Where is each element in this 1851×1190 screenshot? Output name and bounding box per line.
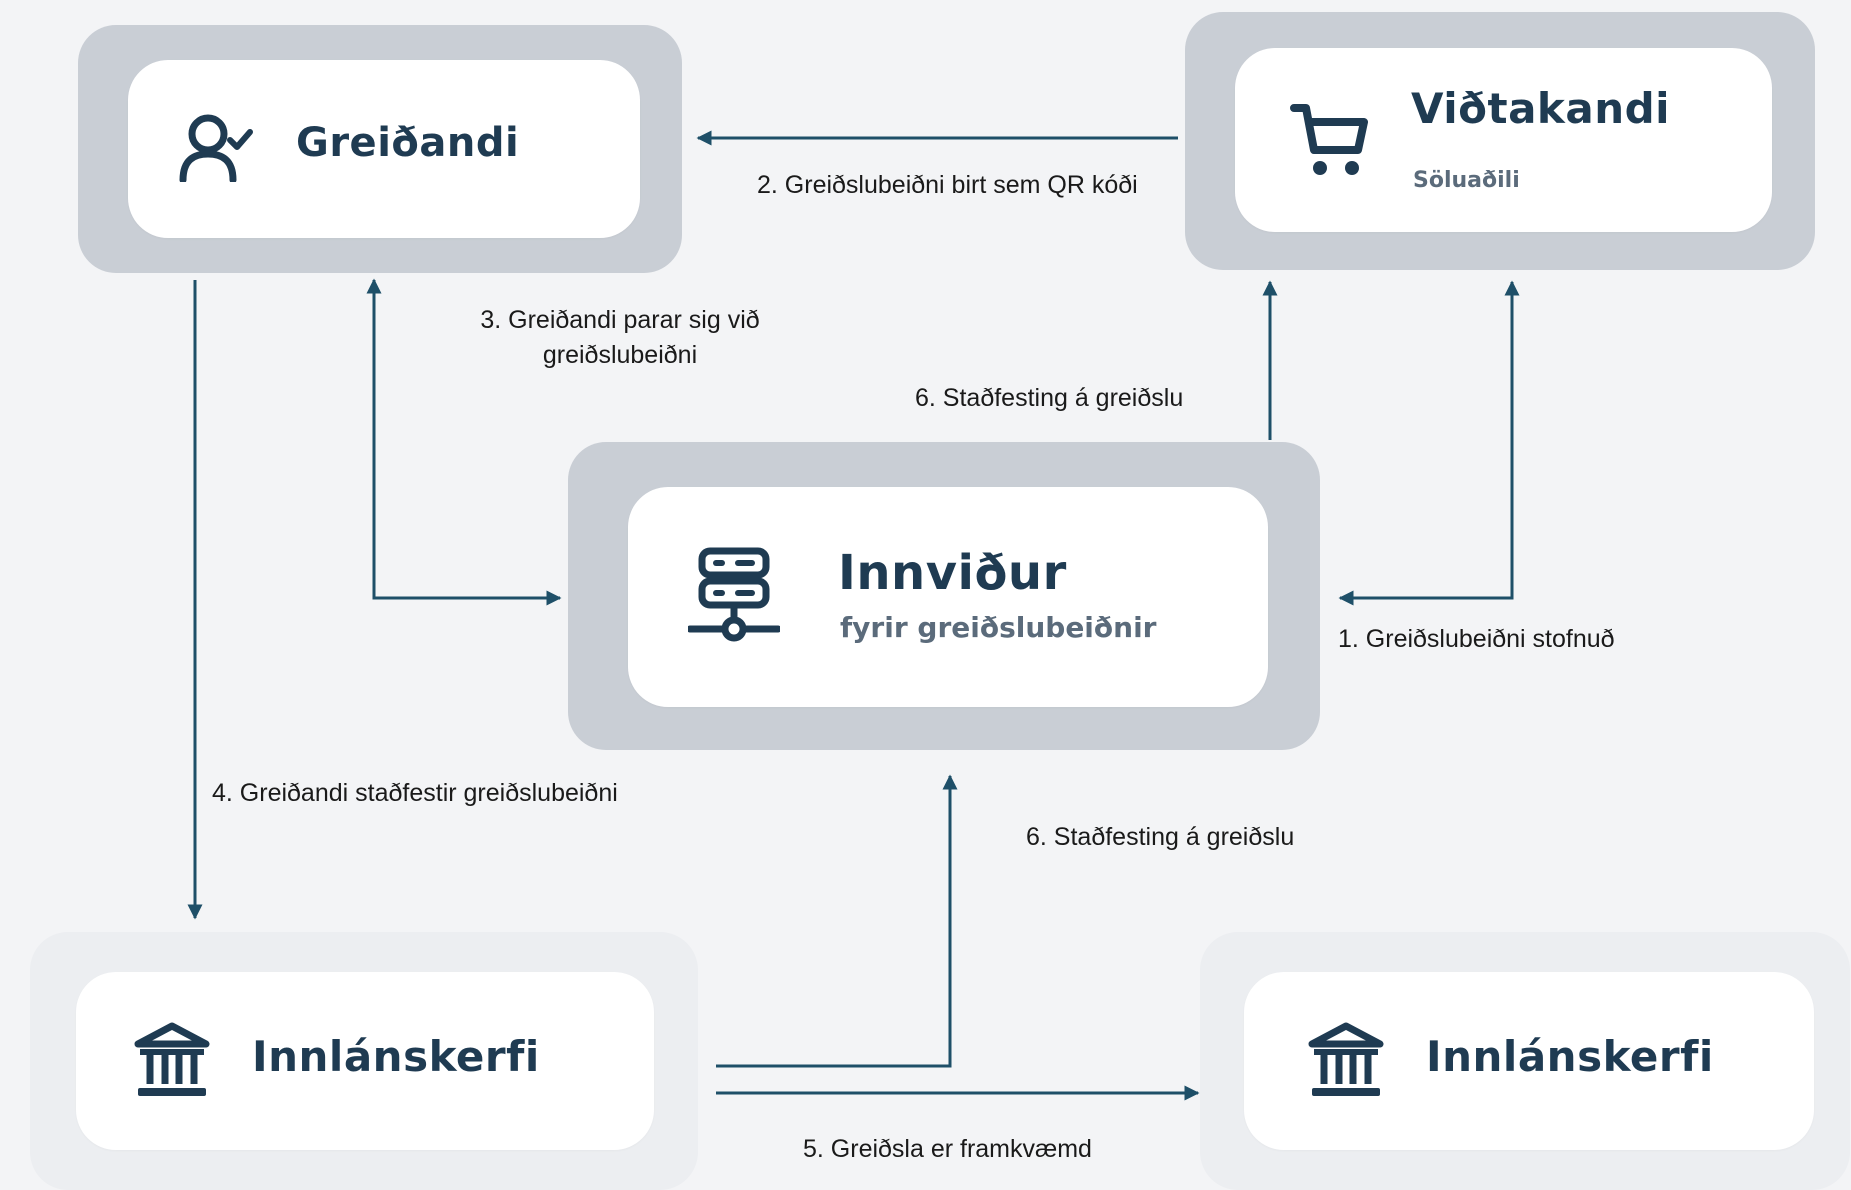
bank-icon [1308,1022,1384,1104]
infrastructure-node: Innviður fyrir greiðslubeiðnir [628,487,1268,707]
arrow-step6-bottom [716,774,958,1068]
label-step3-line1: 3. Greiðandi parar sig við [480,306,760,334]
infrastructure-subtitle: fyrir greiðslubeiðnir [840,611,1157,644]
user-check-icon [178,112,254,186]
recipient-node: Viðtakandi Söluaðili [1235,48,1772,232]
label-step1: 1. Greiðslubeiðni stofnuð [1338,625,1615,653]
label-step6-top: 6. Staðfesting á greiðslu [915,384,1184,412]
label-step5: 5. Greiðsla er framkvæmd [803,1135,1092,1163]
bank-icon [134,1022,210,1104]
label-step3: 3. Greiðandi parar sig við greiðslubeiðn… [440,303,800,373]
recipient-subtitle: Söluaðili [1413,168,1520,193]
label-step2: 2. Greiðslubeiðni birt sem QR kóði [757,171,1138,199]
arrow-step1 [1338,280,1520,606]
shopping-cart-icon [1290,102,1370,184]
recipient-bank-title: Innlánskerfi [1426,1032,1714,1081]
infrastructure-title: Innviður [838,545,1067,601]
payer-bank-node: Innlánskerfi [76,972,654,1150]
payer-node: Greiðandi [128,60,640,238]
label-step4: 4. Greiðandi staðfestir greiðslubeiðni [212,779,618,807]
payer-bank-title: Innlánskerfi [252,1032,540,1081]
label-step6-bottom: 6. Staðfesting á greiðslu [1026,823,1295,851]
label-step3-line2: greiðslubeiðni [542,341,698,369]
recipient-bank-node: Innlánskerfi [1244,972,1814,1150]
recipient-title: Viðtakandi [1411,84,1671,133]
server-network-icon [686,547,782,651]
payer-title: Greiðandi [296,120,520,166]
arrow-step3 [366,278,562,606]
